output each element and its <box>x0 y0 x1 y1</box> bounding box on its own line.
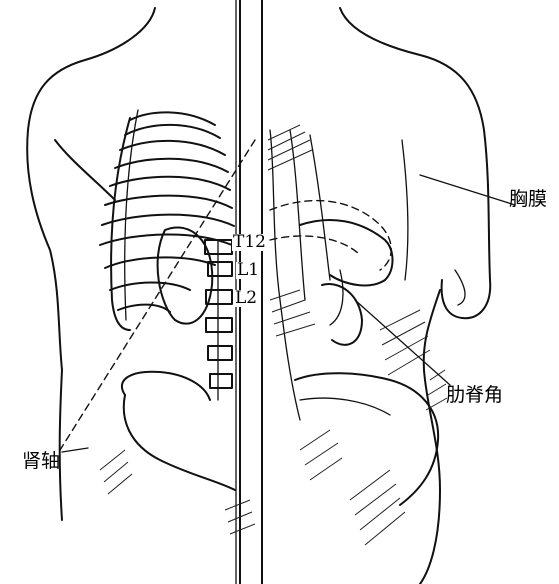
vertebra-label-l2: L2 <box>234 290 258 307</box>
label-kidney-axis: 肾轴 <box>22 452 60 471</box>
vertebra-label-t12: T12 <box>232 234 267 251</box>
torso-outline <box>27 8 490 584</box>
label-costovertebral-angle: 肋脊角 <box>446 386 503 405</box>
leader-lines <box>62 175 515 452</box>
label-pleura: 胸膜 <box>509 190 547 209</box>
vertebra-label-l1: L1 <box>236 262 260 279</box>
kidney <box>60 140 255 450</box>
ribcage <box>100 110 234 330</box>
pelvis <box>122 372 438 505</box>
